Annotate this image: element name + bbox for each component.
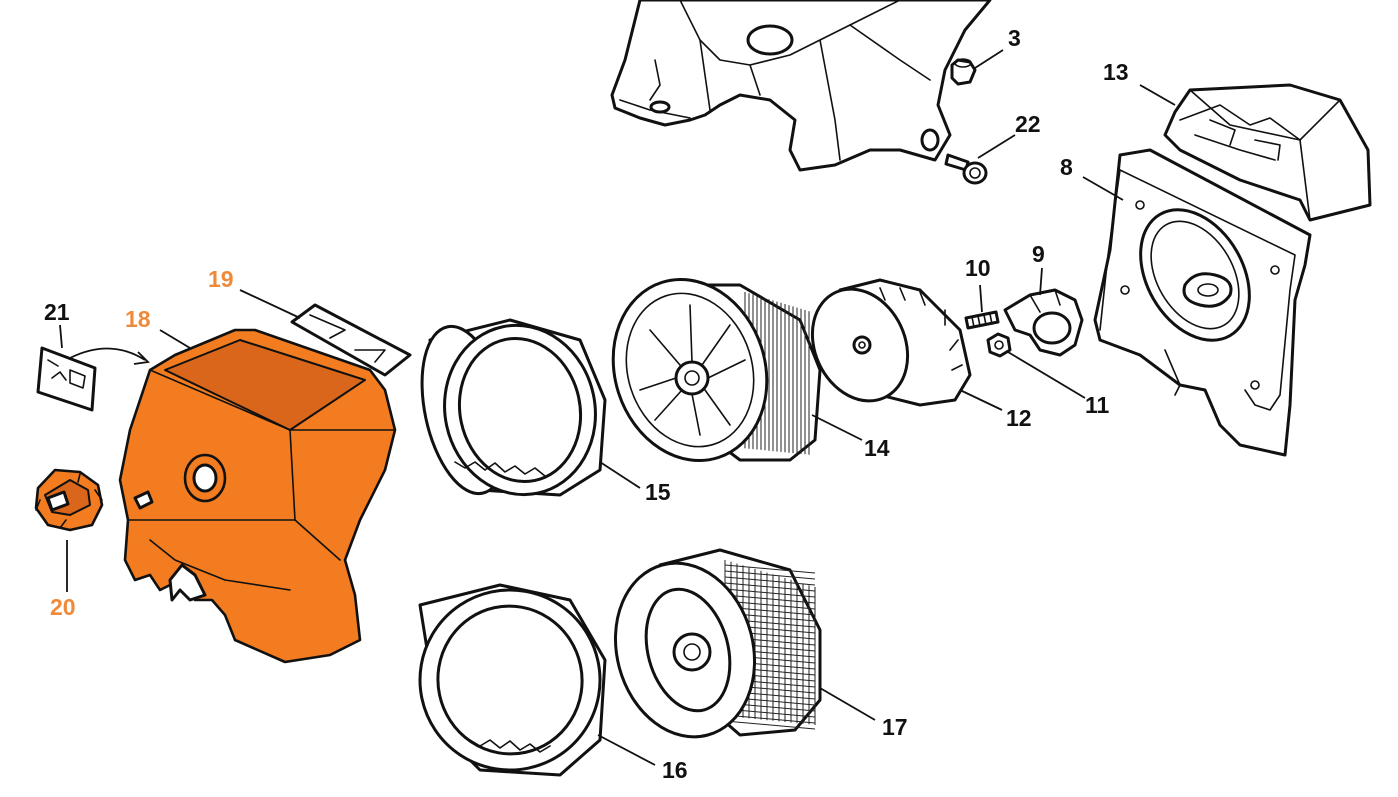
leader-lines: [59, 49, 1176, 766]
callout-13: 13: [1103, 59, 1129, 85]
callout-16: 16: [662, 757, 688, 783]
callout-21: 21: [44, 299, 70, 325]
callout-9: 9: [1032, 241, 1045, 267]
callout-14: 14: [864, 435, 890, 461]
callout-15: 15: [645, 479, 671, 505]
part-14-filter: [611, 277, 822, 463]
callout-17: 17: [882, 714, 908, 740]
engine-housing: [610, 0, 992, 172]
part-11-nut: [986, 332, 1012, 358]
callout-8: 8: [1060, 154, 1073, 180]
callout-18: 18: [125, 306, 151, 332]
callout-22: 22: [1015, 111, 1041, 137]
callout-20: 20: [50, 594, 76, 620]
part-20-knob: [34, 468, 104, 532]
callout-11: 11: [1085, 392, 1110, 418]
part-22-screw: [944, 153, 988, 185]
part-17-filter: [613, 548, 822, 739]
part-18-cover: [118, 328, 397, 664]
callout-19: 19: [208, 266, 234, 292]
part-12-prefilter: [810, 278, 972, 407]
part-16-seal: [418, 583, 607, 777]
part-13-cap: [1163, 83, 1372, 222]
part-8-base-plate: [1093, 148, 1312, 457]
callout-12: 12: [1006, 405, 1032, 431]
callout-labels: 3 22 13 8 10 9 11 12 14 15 16 17 19 18 2…: [44, 25, 1129, 783]
callout-10: 10: [965, 255, 991, 281]
part-21-sticker: [36, 346, 150, 412]
part-15-seal: [420, 318, 607, 497]
callout-3: 3: [1008, 25, 1021, 51]
part-19-plate: [290, 303, 412, 377]
part-10-pin: [964, 310, 1000, 330]
part-3-plug: [950, 58, 977, 86]
part-9-bracket: [1003, 288, 1084, 357]
